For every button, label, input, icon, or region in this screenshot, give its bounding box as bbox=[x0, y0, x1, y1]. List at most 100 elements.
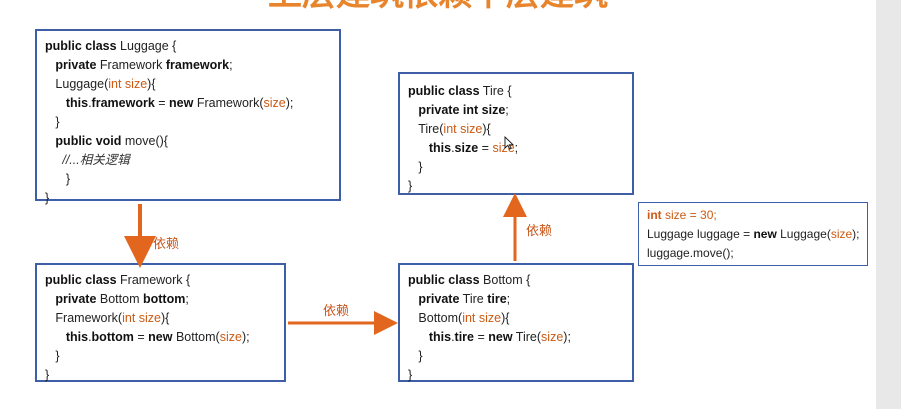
code-line: Bottom(int size){ bbox=[408, 309, 571, 328]
code-token: } bbox=[45, 349, 60, 363]
code-token: Framework( bbox=[45, 311, 123, 325]
code-line: } bbox=[408, 366, 571, 385]
code-line: } bbox=[45, 113, 293, 132]
code-token: } bbox=[408, 349, 423, 363]
code-token: private int bbox=[408, 103, 479, 117]
code-token: ); bbox=[852, 227, 860, 241]
code-token: ){ bbox=[482, 122, 491, 136]
code-token: Luggage( bbox=[776, 227, 831, 241]
code-token: . bbox=[451, 141, 455, 155]
code-token: framework bbox=[165, 58, 230, 72]
luggage-code: public class Luggage { private Framework… bbox=[45, 37, 293, 208]
code-token: ; bbox=[505, 103, 509, 117]
code-token: Luggage { bbox=[116, 39, 177, 53]
code-token: int bbox=[647, 208, 662, 222]
code-token: . bbox=[88, 96, 92, 110]
code-line: Framework(int size){ bbox=[45, 309, 250, 328]
code-token: } bbox=[45, 172, 71, 186]
code-token: = bbox=[478, 141, 493, 155]
code-token: size bbox=[541, 330, 564, 344]
code-line: public void move(){ bbox=[45, 132, 293, 151]
code-token: public void bbox=[45, 134, 122, 148]
code-token: tire bbox=[454, 330, 474, 344]
code-token: ); bbox=[241, 330, 250, 344]
code-token: } bbox=[408, 179, 413, 193]
code-token: ; bbox=[514, 141, 519, 155]
code-token: . bbox=[88, 330, 92, 344]
code-line: this.framework = new Framework(size); bbox=[45, 94, 294, 113]
code-line: public class Tire { bbox=[408, 82, 518, 101]
code-token: framework bbox=[91, 96, 155, 110]
code-token: } bbox=[45, 368, 50, 382]
code-line: private Framework framework; bbox=[45, 56, 293, 75]
code-token: int size bbox=[443, 122, 483, 136]
code-token: Framework bbox=[96, 58, 166, 72]
code-token: public class bbox=[45, 39, 117, 53]
code-line: } bbox=[408, 177, 518, 196]
label-bottom-depends-tire: 依赖 bbox=[526, 224, 553, 239]
code-token: int size bbox=[108, 77, 148, 91]
bottom-class-box: public class Bottom { private Tire tire;… bbox=[398, 263, 634, 382]
code-token: luggage.move(); bbox=[647, 246, 734, 260]
bottom-code: public class Bottom { private Tire tire;… bbox=[408, 271, 571, 385]
window-edge-strip bbox=[876, 0, 901, 409]
code-token: int size bbox=[462, 311, 502, 325]
code-line: //...相关逻辑 bbox=[45, 151, 293, 170]
code-line: this.bottom = new Bottom(size); bbox=[45, 328, 250, 347]
code-token: public class bbox=[408, 84, 480, 98]
code-token: } bbox=[45, 115, 60, 129]
code-token: size = 30; bbox=[661, 208, 717, 222]
tire-class-box: public class Tire { private int size; Ti… bbox=[398, 72, 634, 195]
code-token: this bbox=[408, 330, 452, 344]
code-token: size bbox=[454, 141, 479, 155]
main-usage-code: int size = 30;Luggage luggage = new Lugg… bbox=[647, 206, 860, 263]
code-line: luggage.move(); bbox=[647, 244, 860, 263]
code-token: private bbox=[45, 292, 97, 306]
code-line: } bbox=[45, 347, 250, 366]
code-token: Luggage( bbox=[45, 77, 109, 91]
code-line: public class Framework { bbox=[45, 271, 250, 290]
code-line: public class Luggage { bbox=[45, 37, 293, 56]
code-token: ; bbox=[229, 58, 233, 72]
code-line: int size = 30; bbox=[647, 206, 860, 225]
code-token: public class bbox=[408, 273, 480, 287]
code-token: private bbox=[45, 58, 97, 72]
code-token: bottom bbox=[142, 292, 186, 306]
code-token: } bbox=[408, 160, 423, 174]
code-token: ){ bbox=[501, 311, 510, 325]
framework-code: public class Framework { private Bottom … bbox=[45, 271, 250, 385]
luggage-class-box: public class Luggage { private Framework… bbox=[35, 29, 341, 205]
code-token: new bbox=[488, 330, 513, 344]
code-token: Bottom( bbox=[172, 330, 220, 344]
framework-class-box: public class Framework { private Bottom … bbox=[35, 263, 286, 382]
code-token: = bbox=[133, 330, 149, 344]
code-line: } bbox=[45, 366, 250, 385]
code-token: ){ bbox=[161, 311, 170, 325]
code-token: } bbox=[45, 191, 50, 205]
code-line: this.tire = new Tire(size); bbox=[408, 328, 571, 347]
code-token: size bbox=[481, 103, 506, 117]
code-token: Tire { bbox=[479, 84, 512, 98]
code-token: move(){ bbox=[121, 134, 168, 148]
code-token: int size bbox=[122, 311, 161, 325]
slide-title: 上层建筑依赖下层建筑 bbox=[0, 0, 876, 14]
code-token: ); bbox=[563, 330, 571, 344]
code-token: ); bbox=[285, 96, 294, 110]
code-token: Framework( bbox=[193, 96, 264, 110]
code-token: Bottom( bbox=[408, 311, 463, 325]
code-token: public class bbox=[45, 273, 117, 287]
code-token: tire bbox=[487, 292, 507, 306]
code-token: ; bbox=[185, 292, 189, 306]
code-token: = bbox=[474, 330, 489, 344]
label-luggage-depends-framework: 依赖 bbox=[153, 237, 180, 252]
code-token: Tire bbox=[459, 292, 488, 306]
code-token: size bbox=[830, 227, 853, 241]
code-token: new bbox=[169, 96, 194, 110]
code-token: Framework { bbox=[116, 273, 191, 287]
code-line: private int size; bbox=[408, 101, 518, 120]
code-token: ; bbox=[506, 292, 511, 306]
code-line: public class Bottom { bbox=[408, 271, 571, 290]
code-line: private Tire tire; bbox=[408, 290, 571, 309]
code-token: new bbox=[148, 330, 173, 344]
code-line: Tire(int size){ bbox=[408, 120, 518, 139]
